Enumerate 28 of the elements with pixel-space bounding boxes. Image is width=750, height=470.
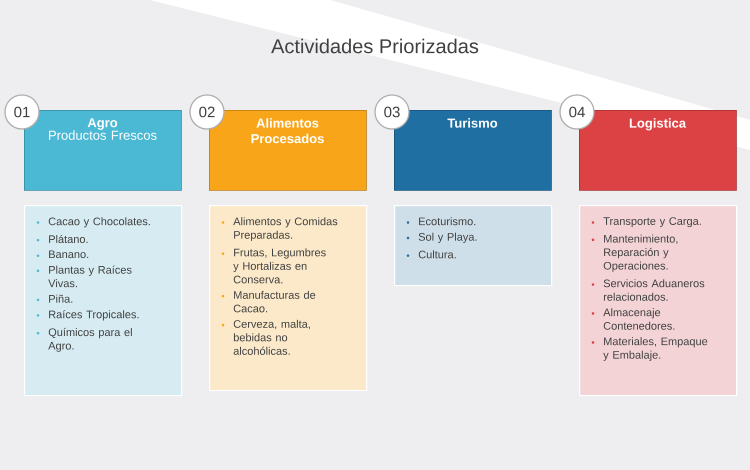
list-item: Cerveza, malta, bebidas no alcohólicas. (222, 320, 310, 355)
list-item: Transporte y Carga. (592, 217, 701, 228)
list-item: Alimentos y Comidas Preparadas. (222, 217, 338, 241)
list-item: Cacao y Chocolates. (36, 217, 150, 228)
list-item: Frutas, Legumbres y Hortalizas en Conserva. (222, 248, 326, 284)
number-badge: 03 (374, 94, 410, 130)
title: Actividades Priorizadas (271, 38, 478, 54)
list-card (579, 204, 738, 396)
list-item: Materiales, Empaque y Embalaje. (592, 337, 708, 361)
list-item: Piña. (36, 294, 72, 303)
list-card (394, 204, 552, 286)
list-item: Servicios Aduaneros relacionados. (592, 279, 704, 301)
list-item: Plantas y Raíces Vivas. (36, 266, 132, 288)
list-item: Mantenimiento, Reparación y Operaciones. (592, 234, 678, 272)
list-item: Cultura. (406, 250, 456, 258)
list-item: Sol y Playa. (406, 232, 476, 243)
list-item: Manufacturas de Cacao. (222, 290, 316, 312)
list-item: Químicos para el Agro. (36, 328, 132, 352)
list-item: Raíces Tropicales. (36, 310, 138, 320)
list-card (24, 204, 182, 396)
list-card (209, 204, 368, 392)
number-badge: 02 (189, 94, 225, 130)
list-item: Ecoturismo. (406, 217, 476, 226)
list-item: Banano. (36, 250, 88, 258)
list-item: Almacenaje Contenedores. (592, 308, 674, 330)
number-badge: 04 (559, 94, 595, 130)
number-badge: 01 (4, 94, 40, 130)
list-item: Plátano. (36, 234, 88, 244)
